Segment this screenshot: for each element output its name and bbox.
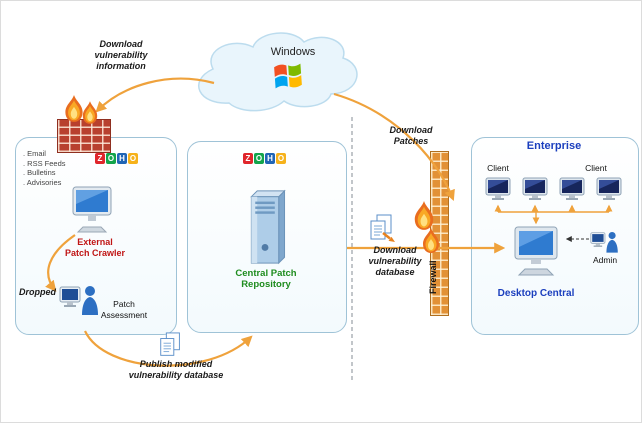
firewall-wall-icon xyxy=(57,119,111,153)
documents-icon xyxy=(157,331,185,361)
flame-icon xyxy=(63,95,85,123)
client-monitor-icon xyxy=(596,177,622,203)
arrow-cloud-to-crawler xyxy=(95,77,215,113)
windows-flag-icon xyxy=(273,61,303,91)
client-monitor-icon xyxy=(485,177,511,203)
annotation-download-vulnerability-information: Download vulnerability information xyxy=(94,39,148,71)
crawler-label: External Patch Crawler xyxy=(64,237,126,258)
client-label-left: Client xyxy=(487,163,509,173)
cloud-title: Windows xyxy=(270,46,316,58)
enterprise-title: Enterprise xyxy=(526,140,582,152)
client-monitor-icon xyxy=(522,177,548,203)
admin-person-icon xyxy=(590,227,620,254)
flame-icon xyxy=(412,201,436,231)
person-computer-icon xyxy=(59,279,101,317)
annotation-publish-modified-db: Publish modified vulnerability database xyxy=(128,359,224,380)
admin-label: Admin xyxy=(592,255,618,265)
client-label-right: Client xyxy=(585,163,607,173)
flame-icon xyxy=(81,101,99,125)
patch-source-list: Email RSS Feeds Bulletins Advisories xyxy=(23,149,66,187)
zoho-logo: Z O H O xyxy=(243,153,286,164)
assessment-label: Patch Assessment xyxy=(100,299,148,320)
source-item: Advisories xyxy=(23,178,66,188)
desktop-central-label: Desktop Central xyxy=(497,288,575,299)
flame-icon xyxy=(421,228,441,254)
annotation-dropped: Dropped xyxy=(19,287,56,297)
zoho-logo: Z O H O xyxy=(95,153,138,164)
documents-download-icon xyxy=(367,213,397,245)
annotation-download-vulnerability-database: Download vulnerability database xyxy=(368,245,422,277)
source-item: Bulletins xyxy=(23,168,66,178)
server-icon xyxy=(243,185,289,267)
desktop-computer-icon xyxy=(509,225,563,283)
source-item: RSS Feeds xyxy=(23,159,65,169)
annotation-download-patches: Download Patches xyxy=(389,125,433,146)
crawler-monitor-icon xyxy=(71,185,113,235)
repository-label: Central Patch Repository xyxy=(235,268,297,290)
firewall-label: Firewall xyxy=(428,260,438,294)
source-item: Email xyxy=(23,149,66,159)
client-monitor-icon xyxy=(559,177,585,203)
